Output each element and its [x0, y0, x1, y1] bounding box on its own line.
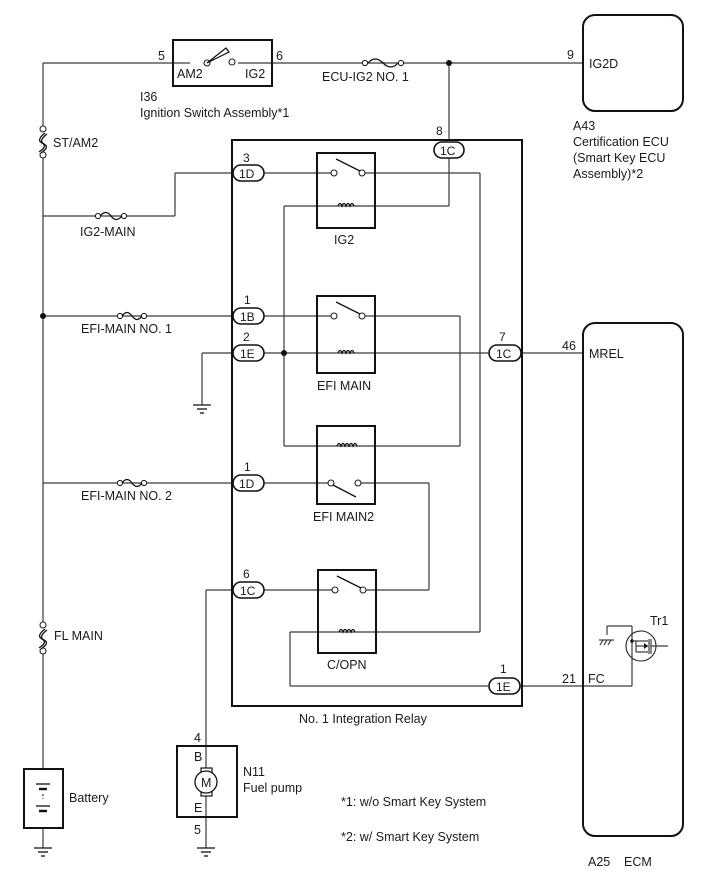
- fuse-label: EFI-MAIN NO. 1: [81, 322, 172, 336]
- junction-dot: [281, 350, 287, 356]
- ground-icon: [197, 847, 215, 857]
- terminal-label: AM2: [177, 67, 203, 81]
- connector-label: 1E: [496, 680, 511, 694]
- fuse-ecu-ig2: ECU-IG2 NO. 1: [322, 58, 409, 84]
- battery: Battery: [23, 768, 109, 829]
- fusible-link-st-am2: ST/AM2: [38, 125, 98, 159]
- relay-label: EFI MAIN2: [313, 510, 374, 524]
- component-name: (Smart Key ECU: [573, 151, 665, 165]
- fuse-label: FL MAIN: [54, 629, 103, 643]
- component-id: I36: [140, 90, 157, 104]
- pin-number: 8: [436, 124, 443, 138]
- footnote: *1: w/o Smart Key System: [341, 795, 486, 809]
- component-name: ECM: [624, 855, 652, 869]
- component-name: Certification ECU: [573, 135, 669, 149]
- connector-1d-pin1: 1 1D: [232, 460, 265, 492]
- terminal-label: IG2: [245, 67, 265, 81]
- connector-label: 1E: [240, 347, 255, 361]
- wires: [42, 62, 633, 848]
- connector-1c-pin7: 7 1C: [488, 330, 522, 362]
- junction-dot: [446, 60, 452, 66]
- connector-1c-pin8: 8 1C: [433, 124, 465, 159]
- fuse-ig2-main: IG2-MAIN: [80, 211, 136, 239]
- connector-label: 1C: [440, 144, 456, 158]
- fuse-label: IG2-MAIN: [80, 225, 136, 239]
- connector-1b-pin1: 1 1B: [232, 293, 265, 325]
- ignition-switch: AM2 IG2 5 6 I36 Ignition Switch Assembly…: [140, 39, 289, 120]
- connector-1e-pin1: 1 1E: [488, 662, 521, 695]
- transistor-tr1: Tr1: [599, 614, 668, 667]
- transistor-label: Tr1: [650, 614, 668, 628]
- pin-number: 9: [567, 48, 574, 62]
- terminal-label: B: [194, 750, 202, 764]
- terminal-label: E: [194, 801, 202, 815]
- component-name: Assembly)*2: [573, 167, 643, 181]
- pin-number: 7: [499, 330, 506, 344]
- relay-efi-main2: EFI MAIN2: [313, 425, 376, 524]
- pin-number: 21: [562, 672, 576, 686]
- fusible-link-fl-main: FL MAIN: [38, 621, 103, 655]
- pin-number: 1: [244, 460, 251, 474]
- pin-number: 46: [562, 339, 576, 353]
- fuse-label: ST/AM2: [53, 136, 98, 150]
- pin-number: 6: [243, 567, 250, 581]
- connector-label: 1B: [240, 310, 255, 324]
- pin-number: 1: [500, 662, 507, 676]
- component-name: Battery: [69, 791, 109, 805]
- pin-number: 1: [244, 293, 251, 307]
- relay-efi-main: EFI MAIN: [316, 295, 376, 393]
- component-id: N11: [243, 765, 265, 779]
- footnote: *2: w/ Smart Key System: [341, 830, 479, 844]
- pin-number: 6: [276, 49, 283, 63]
- fuse-efi-main-2: EFI-MAIN NO. 2: [81, 478, 172, 503]
- relay-label: C/OPN: [327, 658, 367, 672]
- terminal-label: MREL: [589, 347, 624, 361]
- relay-ig2: IG2: [316, 152, 376, 247]
- connector-label: 1D: [239, 477, 255, 491]
- component-name: Ignition Switch Assembly*1: [140, 106, 289, 120]
- fuel-pump: M 4 B E 5 N11 Fuel pump: [176, 731, 302, 837]
- component-id: A43: [573, 119, 595, 133]
- fuse-label: ECU-IG2 NO. 1: [322, 70, 409, 84]
- connector-1e-pin2: 2 1E: [232, 330, 265, 362]
- pin-number: 4: [194, 731, 201, 745]
- ecm: 46 MREL 21 FC A25 ECM: [562, 322, 684, 869]
- ground-icon: [193, 404, 211, 414]
- component-id: A25: [588, 855, 610, 869]
- relay-label: EFI MAIN: [317, 379, 371, 393]
- component-name: No. 1 Integration Relay: [299, 712, 428, 726]
- terminal-label: IG2D: [589, 57, 618, 71]
- fuse-label: EFI-MAIN NO. 2: [81, 489, 172, 503]
- connector-1c-pin6: 6 1C: [232, 567, 265, 599]
- terminal-label: FC: [588, 672, 605, 686]
- pin-number: 5: [194, 823, 201, 837]
- component-name: Fuel pump: [243, 781, 302, 795]
- relay-label: IG2: [334, 233, 354, 247]
- fuse-efi-main-1: EFI-MAIN NO. 1: [81, 311, 172, 336]
- junction-dot: [40, 313, 46, 319]
- pin-number: 3: [243, 151, 250, 165]
- integration-relay: No. 1 Integration Relay: [231, 139, 523, 726]
- connector-label: 1C: [240, 584, 256, 598]
- connector-1d-pin3: 3 1D: [232, 151, 265, 182]
- relay-c-opn: C/OPN: [317, 569, 377, 672]
- pin-number: 5: [158, 49, 165, 63]
- motor-icon: M: [201, 776, 211, 790]
- connector-label: 1D: [239, 167, 255, 181]
- ground-icon: [34, 847, 52, 857]
- connector-label: 1C: [496, 347, 512, 361]
- pin-number: 2: [243, 330, 250, 344]
- certification-ecu: 9 IG2D A43 Certification ECU (Smart Key …: [567, 14, 684, 181]
